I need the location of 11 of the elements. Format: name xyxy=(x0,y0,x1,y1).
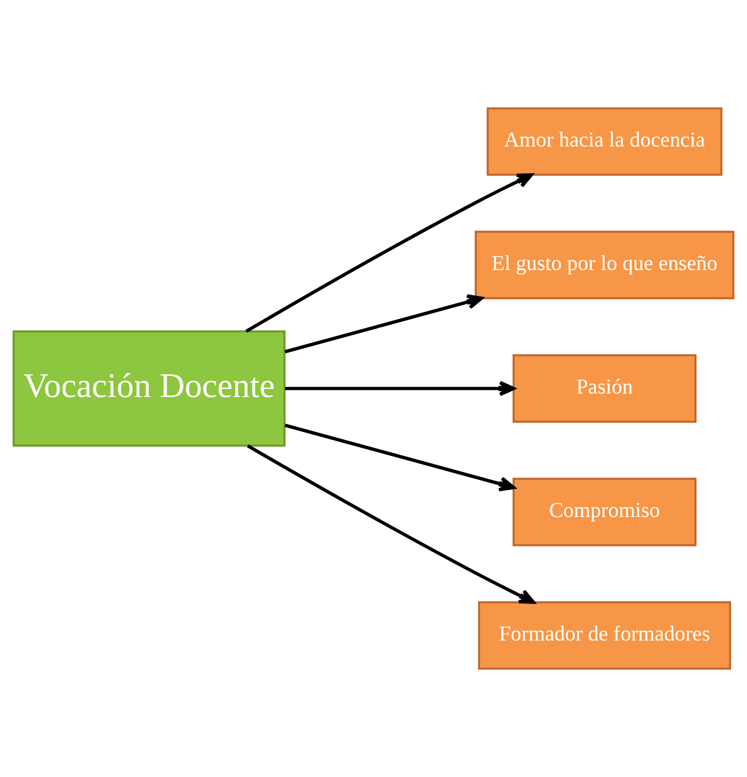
node-box: Compromiso xyxy=(512,478,696,546)
arrow xyxy=(284,424,516,492)
arrow xyxy=(245,173,533,333)
arrow xyxy=(246,444,536,604)
node-box: Formador de formadores xyxy=(478,601,732,670)
arrow xyxy=(284,294,484,354)
node-box: Amor hacia la docencia xyxy=(486,107,722,176)
node-box: El gusto por lo que enseño xyxy=(474,230,734,300)
node-box: Pasión xyxy=(512,354,696,423)
node-box: Vocación Docente xyxy=(12,330,286,447)
arrow xyxy=(285,380,516,396)
